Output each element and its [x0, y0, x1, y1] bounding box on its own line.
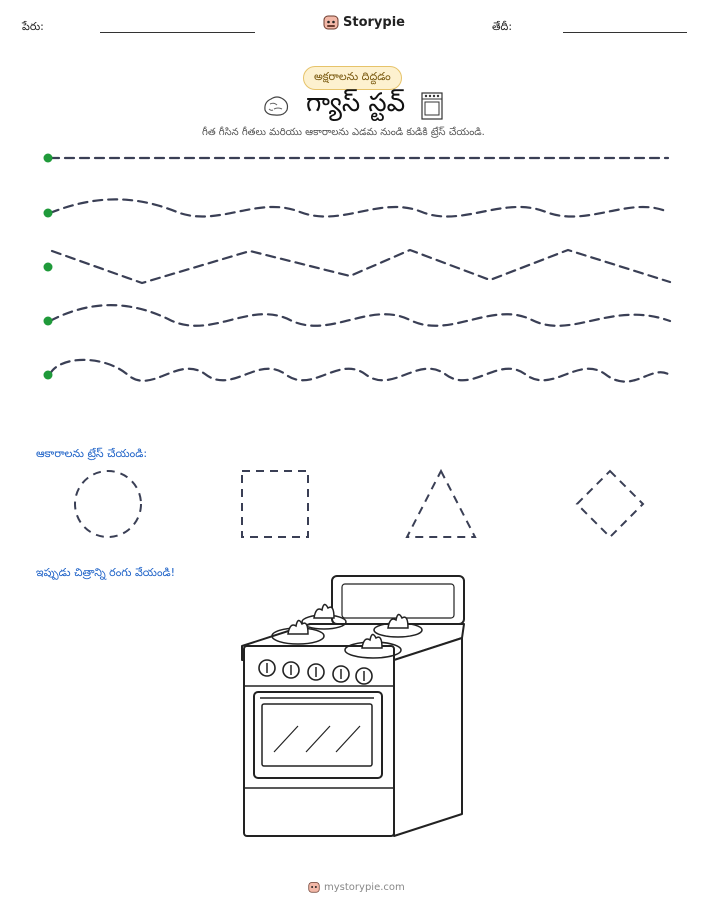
start-dot-4	[43, 316, 53, 326]
brand-logo: Storypie	[323, 14, 405, 30]
trace-lines-area	[43, 153, 672, 383]
gas-stove-illustration	[241, 575, 465, 837]
instruction-text: గీత గీసిన గీతలు మరియు ఆకారాలను ఎడమ నుండి…	[202, 127, 485, 138]
date-line	[563, 32, 687, 33]
trace-line-wave-2	[48, 304, 672, 327]
trace-shape-square	[241, 470, 309, 538]
category-badge: అక్షరాలను దిద్దడం	[303, 66, 402, 90]
shapes-section-label: ఆకారాలను ట్రేస్ చేయండి:	[36, 447, 148, 460]
trace-shape-circle	[74, 470, 142, 538]
storypie-mascot-icon	[323, 15, 339, 30]
rock-doodle-icon	[264, 96, 289, 116]
coloring-section-label: ఇప్పుడు చిత్రాన్ని రంగు వేయండి!	[36, 566, 176, 579]
trace-shapes-area	[74, 468, 645, 539]
brand-name: Storypie	[343, 14, 405, 30]
trace-line-zigzag	[50, 248, 672, 285]
trace-line-wave-1	[48, 198, 670, 218]
name-label: పేరు:	[22, 20, 44, 33]
start-dot-3	[43, 262, 53, 272]
date-label: తేదీ:	[492, 20, 513, 33]
storypie-footer-icon	[308, 882, 320, 893]
trace-shape-triangle	[405, 468, 477, 538]
trace-shape-diamond	[575, 469, 645, 539]
worksheet-title: గ్యాస్ స్టవ్	[306, 88, 406, 118]
trace-line-wave-3	[48, 358, 670, 383]
start-dot-1	[43, 153, 53, 163]
start-dot-5	[43, 370, 53, 380]
name-line	[100, 32, 255, 33]
footer-site: mystorypie.com	[324, 881, 405, 893]
stove-small-icon	[421, 92, 443, 120]
footer: mystorypie.com	[308, 881, 405, 893]
start-dot-2	[43, 208, 53, 218]
